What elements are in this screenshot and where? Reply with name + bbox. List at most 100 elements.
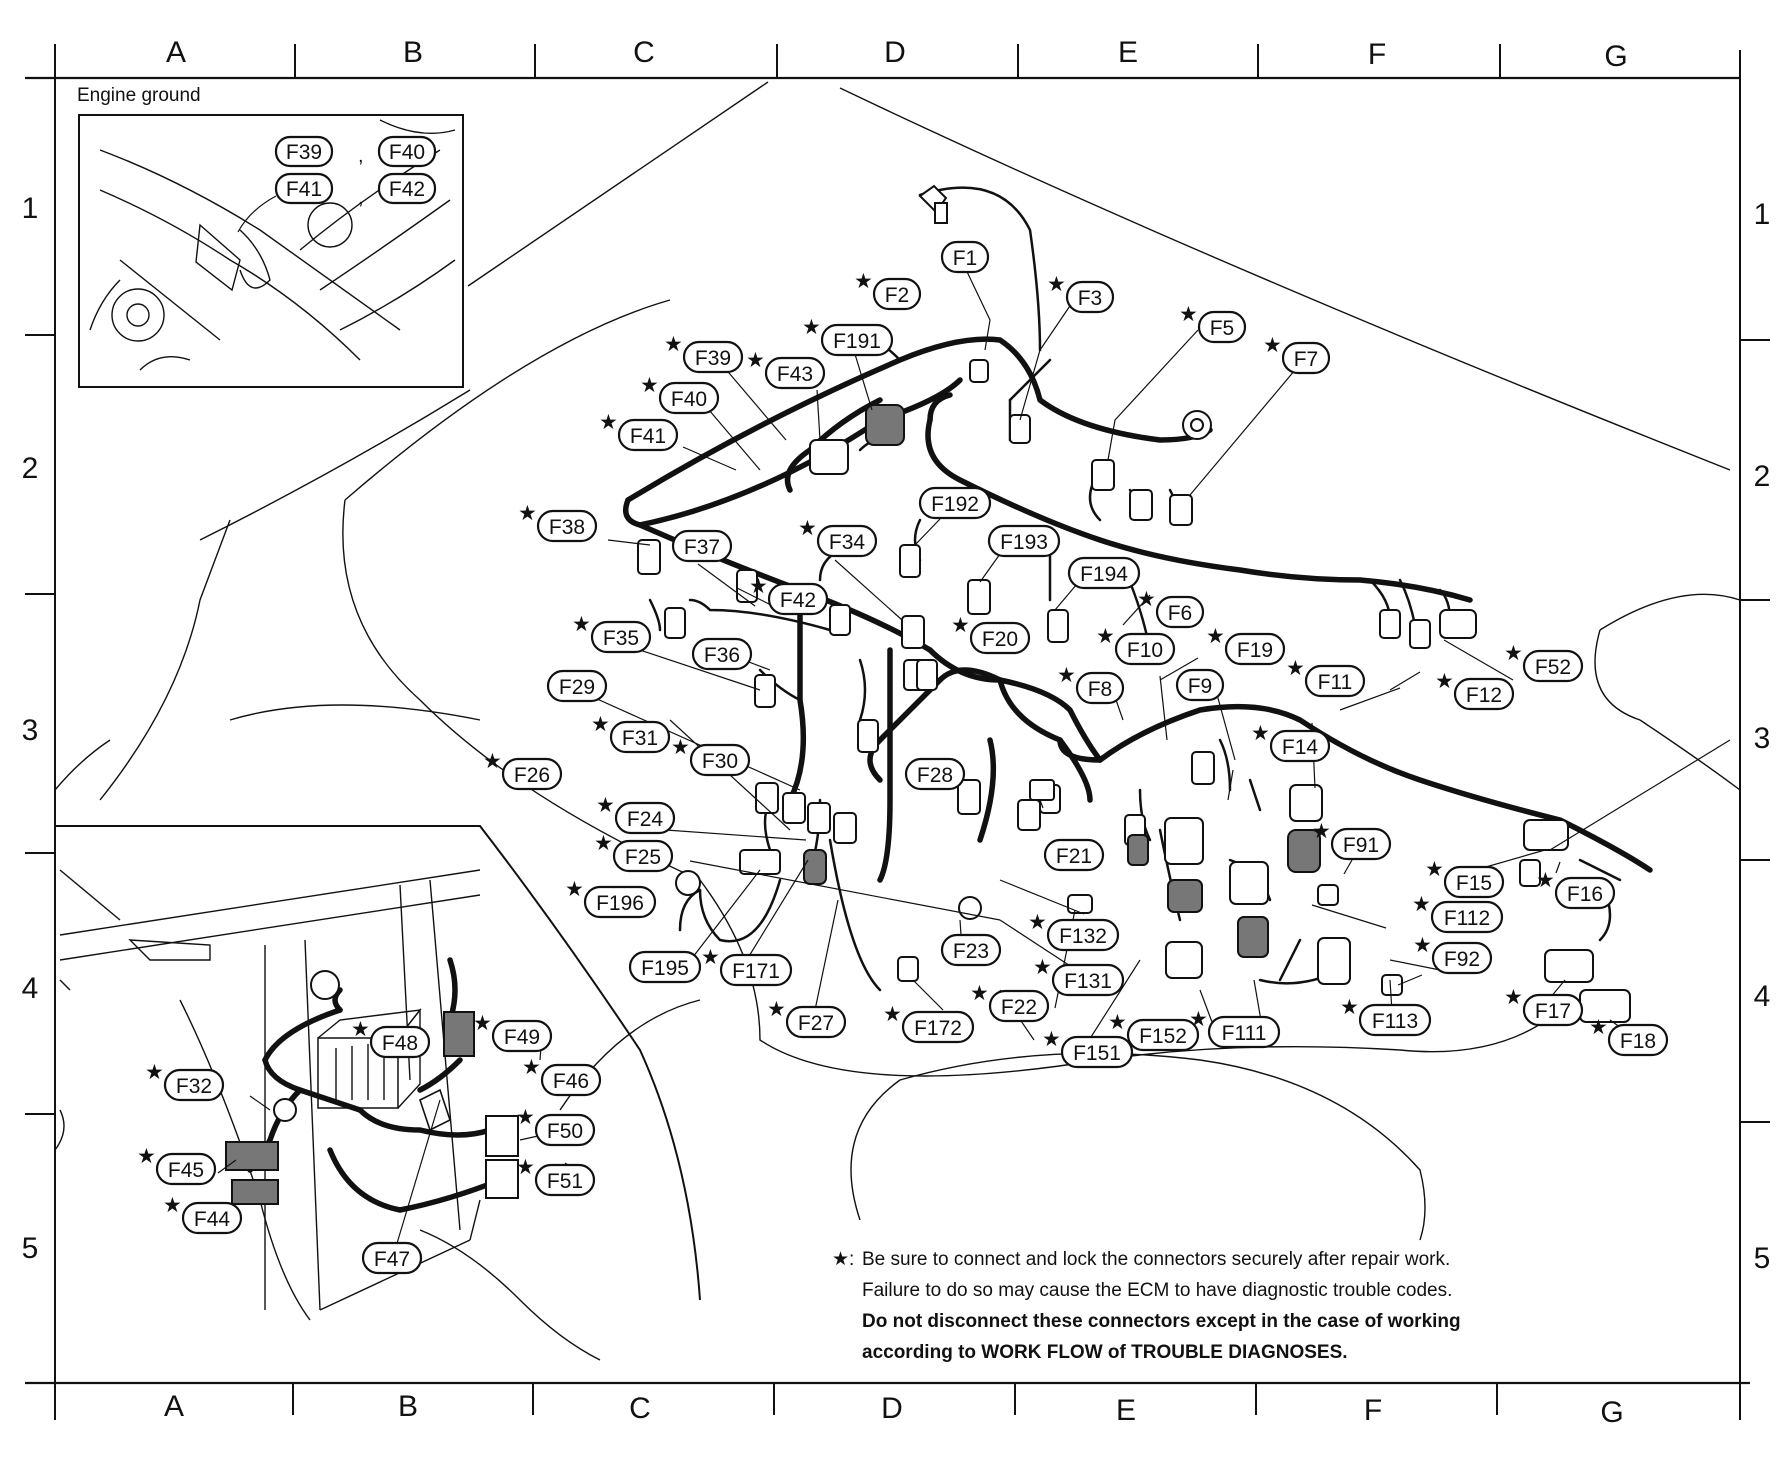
row-label-2-right: 2 [1754, 460, 1771, 493]
ecm-inset-border [55, 825, 701, 1301]
connector-label-text: F10 [1127, 639, 1163, 662]
connector-label-box [590, 620, 652, 654]
connector-label-text: F195 [641, 957, 689, 980]
connector-label-text: F171 [732, 960, 780, 983]
connector-label-text: F6 [1168, 602, 1193, 625]
connector-label-text: F151 [1073, 1042, 1121, 1065]
col-label-e: E [1118, 36, 1138, 69]
connector-label-f195: F195 [628, 950, 702, 984]
connector-label-box [1126, 1018, 1200, 1052]
lock-required-star-icon: ★ [1028, 911, 1047, 934]
lock-required-star-icon: ★ [951, 614, 970, 637]
connector-label-box [617, 418, 679, 452]
lock-required-star-icon: ★ [1263, 334, 1282, 357]
connector-label-text: F47 [374, 1248, 410, 1271]
lock-required-star-icon: ★ [1047, 273, 1066, 296]
connector-label-f34: F34 ★ [798, 517, 878, 558]
row-labels-left: 1 2 3 4 5 [22, 192, 39, 1265]
connector-label-box [785, 1005, 847, 1039]
connector-label-f46: F46 ★ [522, 1056, 602, 1097]
connector-label-box [1304, 664, 1366, 698]
inset-label-f42: F42 [377, 172, 437, 205]
lock-required-star-icon: ★ [854, 270, 873, 293]
connector-label-f32: F32★ [145, 1061, 225, 1102]
connector-label-f39: F39★ [664, 333, 744, 374]
connector-label-text: F11 [1318, 671, 1353, 694]
connector-label-text: F36 [704, 644, 740, 667]
connector-label-f151: F151 ★ [1042, 1028, 1134, 1069]
connector-label-text: F9 [1188, 675, 1213, 698]
connector-label-f191: F191★ [802, 316, 894, 357]
connector-label-box [940, 933, 1002, 967]
connector-label-text: F112 [1444, 907, 1490, 930]
connector-label-text: F23 [953, 940, 989, 963]
row-label-5: 5 [22, 1232, 39, 1265]
connector-label-f27: F27★ [767, 998, 847, 1039]
connector-label-box [369, 1025, 431, 1059]
connector-label-f172: F172★ [883, 1003, 975, 1044]
connector-label-text: F152 [1139, 1025, 1187, 1048]
inset-label-f40: F40 [377, 135, 437, 168]
connector-label-text: F28 [917, 764, 953, 787]
connector-label-f36: F36 [691, 637, 753, 671]
lock-required-star-icon: ★ [1286, 657, 1305, 680]
connector-label-text: F19 [1237, 639, 1273, 662]
connector-label-text: F14 [1282, 736, 1319, 759]
lock-required-star-icon: ★ [746, 349, 765, 372]
connector-label-box [1281, 341, 1331, 375]
connector-label-text: F35 [603, 627, 639, 650]
connector-label-text: F18 [1620, 1030, 1656, 1053]
lock-required-star-icon: ★ [1589, 1016, 1608, 1039]
row-labels-right: 1 2 3 4 5 [1754, 198, 1771, 1275]
connector-label-box [163, 1068, 225, 1102]
connector-label-text: F27 [798, 1012, 834, 1035]
lock-required-star-icon: ★ [749, 575, 768, 598]
connector-label-text: F8 [1088, 678, 1113, 701]
connector-label-text: F24 [627, 808, 664, 831]
connector-label-f25: F25★ [594, 832, 674, 873]
connector-label-text: F45 [168, 1159, 204, 1182]
lock-required-star-icon: ★ [1057, 664, 1076, 687]
connector-label-text: F113 [1372, 1010, 1418, 1033]
row-label-1-right: 1 [1754, 198, 1771, 231]
connector-label-f112: F112★ [1412, 893, 1504, 934]
lock-required-star-icon: ★ [522, 1056, 541, 1079]
connector-label-f31: F31★ [591, 713, 671, 754]
connector-label-text: F34 [829, 531, 866, 554]
lock-required-star-icon: ★ [145, 1061, 164, 1084]
connector-label-f113: F113★ [1340, 996, 1432, 1037]
connector-label-text: F132 [1059, 925, 1107, 948]
lock-required-star-icon: ★ [1042, 1028, 1061, 1051]
connector-label-f20: F20★ [951, 614, 1031, 655]
connector-label-box [988, 989, 1050, 1023]
connector-label-box [540, 1063, 602, 1097]
lock-required-star-icon: ★ [518, 502, 537, 525]
connector-label-text: F46 [553, 1070, 589, 1093]
lock-required-star-icon: ★ [599, 411, 618, 434]
connector-label-box [816, 524, 878, 558]
connector-label-text: F92 [1444, 948, 1480, 971]
connector-label-box [609, 720, 671, 754]
column-labels-top: A B C D E F G [166, 36, 1628, 73]
connector-label-f38: F38★ [518, 502, 598, 543]
lock-required-star-icon: ★ [802, 316, 821, 339]
connector-label-box [1443, 865, 1505, 899]
connector-label-f45: F45★ [137, 1145, 217, 1186]
connector-label-f1: F1 [940, 240, 990, 274]
lock-required-star-icon: ★ [572, 613, 591, 636]
connector-label-box [1046, 918, 1120, 952]
connector-label-box [1554, 876, 1616, 910]
row-label-4: 4 [22, 972, 39, 1005]
connector-label-f171: F171★ [701, 946, 793, 987]
connector-label-f26: F26★ [483, 750, 563, 791]
connector-label-box [583, 885, 657, 919]
connector-label-box [628, 950, 702, 984]
connector-label-f49: F49★ [473, 1012, 553, 1053]
note-line-1: Be sure to connect and lock the connecto… [862, 1249, 1451, 1270]
connector-label-text: F49 [504, 1026, 540, 1049]
connector-label-box [361, 1241, 423, 1275]
lock-required-star-icon: ★ [798, 517, 817, 540]
col-label-g-bottom: G [1600, 1396, 1623, 1429]
connector-label-text: F44 [194, 1208, 231, 1231]
